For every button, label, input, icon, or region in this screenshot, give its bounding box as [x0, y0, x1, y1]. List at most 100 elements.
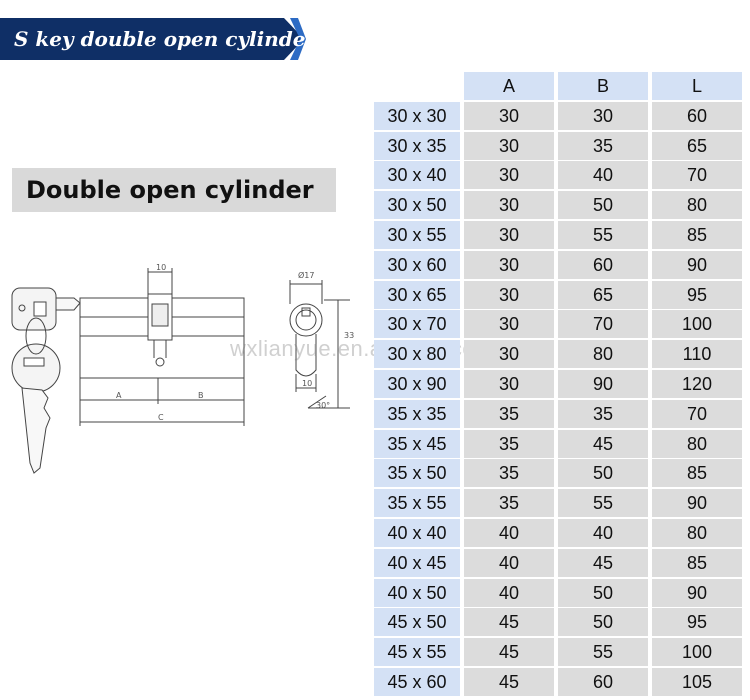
row-a: 40	[464, 578, 554, 607]
row-b: 50	[558, 578, 648, 607]
row-l: 85	[652, 548, 742, 577]
row-size: 30 x 55	[374, 220, 460, 249]
dim-b: B	[198, 391, 204, 400]
row-a: 30	[464, 191, 554, 220]
row-size: 45 x 55	[374, 638, 460, 667]
row-b: 80	[558, 340, 648, 369]
header-a: A	[464, 72, 554, 100]
row-a: 35	[464, 399, 554, 428]
row-b: 50	[558, 608, 648, 637]
row-size: 30 x 80	[374, 340, 460, 369]
row-size: 45 x 60	[374, 667, 460, 696]
row-size: 45 x 50	[374, 608, 460, 637]
profile-body	[295, 334, 317, 377]
row-b: 50	[558, 191, 648, 220]
row-b: 40	[558, 518, 648, 547]
row-b: 30	[558, 101, 648, 130]
profile-circle	[289, 303, 323, 337]
row-a: 30	[464, 369, 554, 398]
dim-diameter: Ø17	[298, 270, 314, 280]
row-size: 30 x 50	[374, 191, 460, 220]
dim-33: 33	[344, 331, 354, 340]
row-b: 35	[558, 131, 648, 160]
row-b: 45	[558, 429, 648, 458]
row-a: 45	[464, 638, 554, 667]
row-a: 45	[464, 667, 554, 696]
row-b: 65	[558, 280, 648, 309]
row-b: 60	[558, 667, 648, 696]
row-l: 80	[652, 191, 742, 220]
row-l: 95	[652, 280, 742, 309]
row-b: 60	[558, 250, 648, 279]
row-a: 45	[464, 608, 554, 637]
dim-angle: 30°	[316, 401, 330, 410]
row-size: 35 x 55	[374, 489, 460, 518]
row-size: 30 x 65	[374, 280, 460, 309]
row-a: 40	[464, 548, 554, 577]
row-l: 70	[652, 161, 742, 190]
row-l: 60	[652, 101, 742, 130]
row-a: 30	[464, 280, 554, 309]
row-size: 40 x 40	[374, 518, 460, 547]
dim-a: A	[116, 391, 122, 400]
row-size: 40 x 45	[374, 548, 460, 577]
row-l: 90	[652, 578, 742, 607]
row-a: 40	[464, 518, 554, 547]
row-size: 30 x 35	[374, 131, 460, 160]
key-head	[11, 343, 61, 393]
dim-10-top: 10	[156, 263, 166, 272]
header-l: L	[652, 72, 742, 100]
row-a: 30	[464, 250, 554, 279]
row-b: 55	[558, 638, 648, 667]
row-a: 35	[464, 459, 554, 488]
row-a: 30	[464, 131, 554, 160]
row-l: 70	[652, 399, 742, 428]
row-b: 50	[558, 459, 648, 488]
row-size: 30 x 40	[374, 161, 460, 190]
dim-10-side: 10	[302, 379, 312, 388]
row-size: 35 x 45	[374, 429, 460, 458]
subtitle-box: Double open cylinder	[12, 168, 336, 212]
row-l: 120	[652, 369, 742, 398]
row-a: 30	[464, 101, 554, 130]
table-header-row: A B L	[374, 72, 742, 100]
row-size: 30 x 30	[374, 101, 460, 130]
row-l: 95	[652, 608, 742, 637]
row-l: 110	[652, 340, 742, 369]
row-a: 30	[464, 161, 554, 190]
row-size: 35 x 50	[374, 459, 460, 488]
row-size: 40 x 50	[374, 578, 460, 607]
banner-shape	[0, 18, 306, 60]
row-a: 30	[464, 220, 554, 249]
row-size: 30 x 70	[374, 310, 460, 339]
row-b: 40	[558, 161, 648, 190]
row-size: 30 x 60	[374, 250, 460, 279]
header-b: B	[558, 72, 648, 100]
key-blade	[21, 387, 51, 474]
row-b: 45	[558, 548, 648, 577]
row-a: 30	[464, 310, 554, 339]
row-a: 35	[464, 489, 554, 518]
row-l: 80	[652, 518, 742, 547]
row-b: 35	[558, 399, 648, 428]
row-b: 90	[558, 369, 648, 398]
row-l: 80	[652, 429, 742, 458]
key-blade-top	[55, 297, 81, 311]
